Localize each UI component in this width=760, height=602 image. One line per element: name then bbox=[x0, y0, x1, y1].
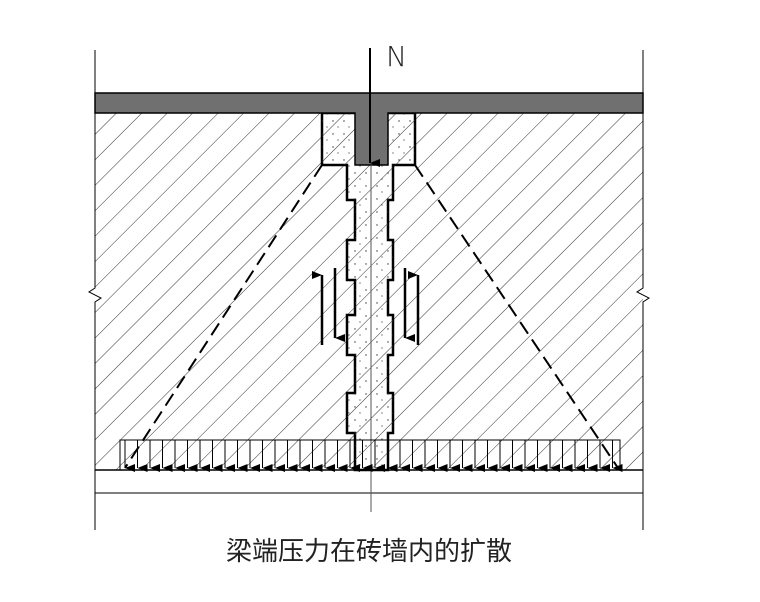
spread-line-right bbox=[414, 164, 619, 469]
load-label: N bbox=[386, 40, 407, 73]
spread-line-left bbox=[124, 164, 323, 469]
load-arrows bbox=[124, 440, 623, 472]
shear-arrows bbox=[312, 268, 420, 345]
left-boundary-line bbox=[88, 50, 102, 530]
figure-caption: 梁端压力在砖墙内的扩散 bbox=[226, 537, 512, 567]
right-boundary-line bbox=[636, 50, 650, 530]
